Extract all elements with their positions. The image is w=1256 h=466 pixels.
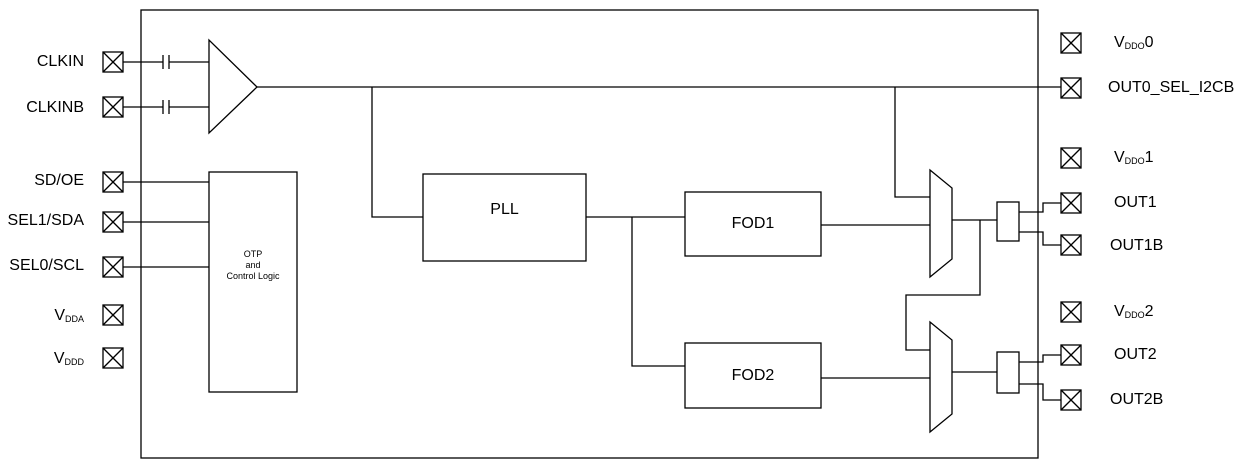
pin-label-vddd: VDDD: [53, 350, 84, 367]
pin-box-vddo0: [1060, 32, 1082, 54]
pin-label-out0: OUT0_SEL_I2CB: [1108, 79, 1235, 96]
pll-to-fod2-wire: [631, 217, 685, 367]
driver2-out2b-wire: [1019, 383, 1061, 401]
pin-label-out2b: OUT2B: [1110, 391, 1164, 408]
pin-box-out2b: [1060, 389, 1082, 411]
mux2: [929, 320, 953, 434]
pin-box-out0: [1060, 77, 1082, 99]
clkinb-wire: [123, 100, 209, 114]
input-buffer: [208, 38, 258, 135]
pin-box-vdda: [102, 304, 124, 326]
chip-outline: [140, 9, 1039, 459]
pin-box-vddo2: [1060, 301, 1082, 323]
fod2-label: FOD2: [731, 367, 775, 384]
pin-label-clkin: CLKIN: [36, 53, 84, 70]
driver1-out1-wire: [1019, 202, 1061, 213]
otp-label-line2: and: [245, 260, 261, 270]
fod1-label: FOD1: [731, 215, 775, 232]
pin-box-vddd: [102, 347, 124, 369]
otp-control-logic-label: OTP and Control Logic: [208, 249, 298, 282]
pin-box-sel0-scl: [102, 256, 124, 278]
mux1: [929, 168, 953, 279]
pin-label-clkinb: CLKINB: [26, 99, 84, 116]
pin-label-out1b: OUT1B: [1110, 237, 1164, 254]
pin-label-vdda: VDDA: [54, 307, 84, 324]
pll-label: PLL: [490, 201, 519, 218]
pin-box-out1: [1060, 192, 1082, 214]
pin-box-clkinb: [102, 96, 124, 118]
pin-label-sel0-scl: SEL0/SCL: [9, 257, 84, 274]
pin-box-sd-oe: [102, 171, 124, 193]
otp-label-line3: Control Logic: [226, 271, 280, 281]
pin-label-sel1-sda: SEL1/SDA: [7, 212, 84, 229]
pin-label-sd-oe: SD/OE: [34, 172, 84, 189]
pin-label-vddo2: VDDO2: [1114, 303, 1154, 320]
fod1-block: [684, 191, 822, 257]
pin-box-out1b: [1060, 234, 1082, 256]
ref-to-pll-wire: [371, 87, 423, 218]
pin-label-out2: OUT2: [1114, 346, 1157, 363]
clkin-wire: [123, 55, 209, 69]
pin-label-out1: OUT1: [1114, 194, 1157, 211]
pin-box-sel1-sda: [102, 211, 124, 233]
pin-box-clkin: [102, 51, 124, 73]
pin-label-vddo0: VDDO0: [1114, 34, 1154, 51]
otp-label-line1: OTP: [243, 249, 263, 259]
pin-box-vddo1: [1060, 147, 1082, 169]
ref-to-mux1-wire: [894, 87, 930, 198]
output-driver-2: [996, 351, 1020, 394]
driver2-out2-wire: [1019, 354, 1061, 363]
otp-control-logic-block: [208, 171, 298, 393]
fod1-to-mux2-wire: [905, 220, 981, 351]
fod2-block: [684, 342, 822, 409]
pin-label-vddo1: VDDO1: [1114, 149, 1154, 166]
driver1-out1b-wire: [1019, 231, 1061, 246]
pin-box-out2: [1060, 344, 1082, 366]
output-driver-1: [996, 201, 1020, 242]
